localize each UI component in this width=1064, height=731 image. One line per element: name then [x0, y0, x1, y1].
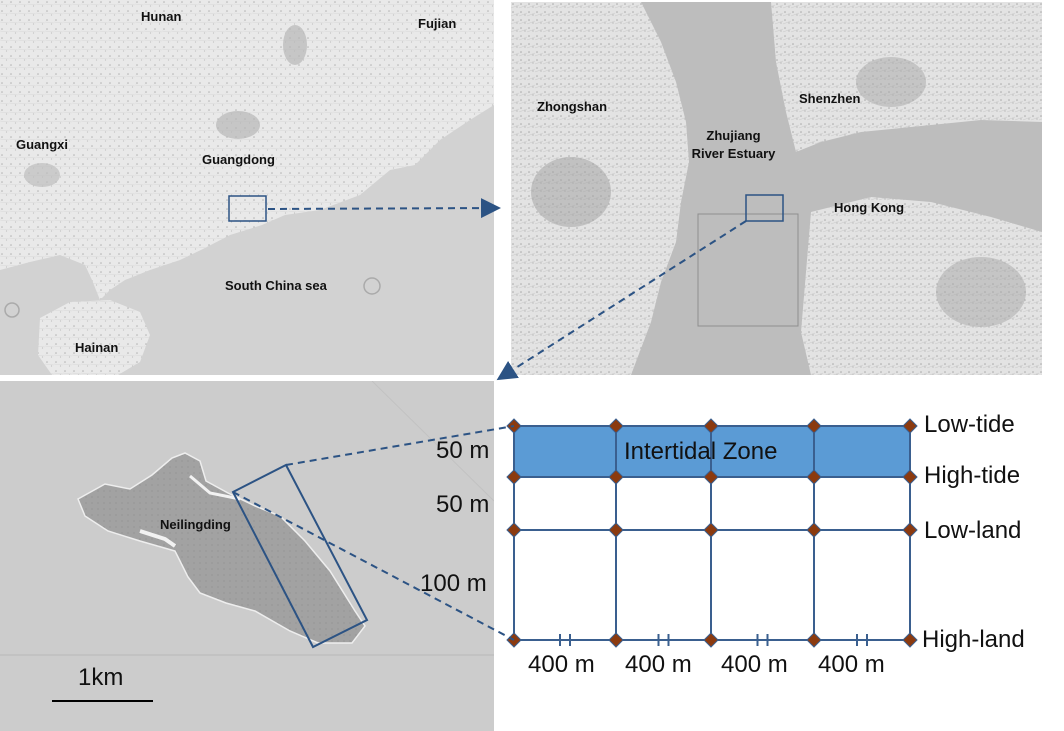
sample-point-marker: [806, 469, 822, 485]
spacing-label-400m-1: 400 m: [528, 651, 595, 678]
spacing-label-400m-2: 400 m: [625, 651, 692, 678]
spacing-label-100m: 100 m: [420, 570, 487, 597]
label-guangxi: Guangxi: [16, 137, 69, 152]
spacing-label-50m-1: 50 m: [436, 437, 490, 464]
row-label-low-tide: Low-tide: [924, 411, 1015, 438]
row-label-high-land: High-land: [922, 626, 1025, 653]
label-zhongshan: Zhongshan: [537, 99, 608, 114]
sample-point-marker: [608, 418, 624, 434]
grid-ticks: [559, 634, 868, 646]
label-fujian: Fujian: [418, 16, 457, 31]
label-hainan: Hainan: [75, 340, 119, 355]
sample-point-marker: [506, 522, 522, 538]
scale-bar-label: 1km: [78, 664, 124, 691]
sample-point-marker: [608, 632, 624, 648]
label-south-china-sea: South China sea: [225, 278, 327, 293]
sample-point-marker: [703, 469, 719, 485]
row-label-high-tide: High-tide: [924, 462, 1021, 489]
label-guangdong: Guangdong: [202, 152, 275, 167]
label-neilingding: Neilingding: [160, 517, 231, 532]
estuary-map-graphic: [511, 2, 1042, 375]
sample-point-marker: [703, 418, 719, 434]
label-hong-kong: Hong Kong: [834, 200, 905, 215]
sample-point-marker: [806, 632, 822, 648]
regional-map-graphic: [0, 0, 494, 375]
grid-markers: [506, 418, 918, 648]
sample-point-marker: [806, 418, 822, 434]
sample-point-marker: [902, 632, 918, 648]
spacing-label-400m-4: 400 m: [818, 651, 885, 678]
regional-map: Hunan Fujian Guangxi Guangdong South Chi…: [0, 0, 494, 375]
label-estuary-line1: Zhujiang: [706, 128, 761, 143]
sample-point-marker: [902, 469, 918, 485]
row-label-low-land: Low-land: [924, 517, 1022, 544]
sample-point-marker: [506, 469, 522, 485]
sample-point-marker: [506, 632, 522, 648]
inset-box-estuary: [745, 194, 784, 222]
sample-point-marker: [806, 522, 822, 538]
sample-point-marker: [703, 522, 719, 538]
sample-point-marker: [703, 632, 719, 648]
spacing-label-400m-3: 400 m: [721, 651, 788, 678]
sample-point-marker: [902, 522, 918, 538]
sample-point-marker: [608, 469, 624, 485]
sample-point-marker: [902, 418, 918, 434]
label-estuary-line2: River Estuary: [691, 146, 776, 161]
sample-point-marker: [608, 522, 624, 538]
spacing-label-50m-2: 50 m: [436, 491, 490, 518]
label-hunan: Hunan: [141, 9, 182, 24]
intertidal-zone-label: Intertidal Zone: [624, 438, 778, 465]
inset-box-regional: [228, 195, 267, 222]
label-shenzhen: Shenzhen: [799, 91, 861, 106]
